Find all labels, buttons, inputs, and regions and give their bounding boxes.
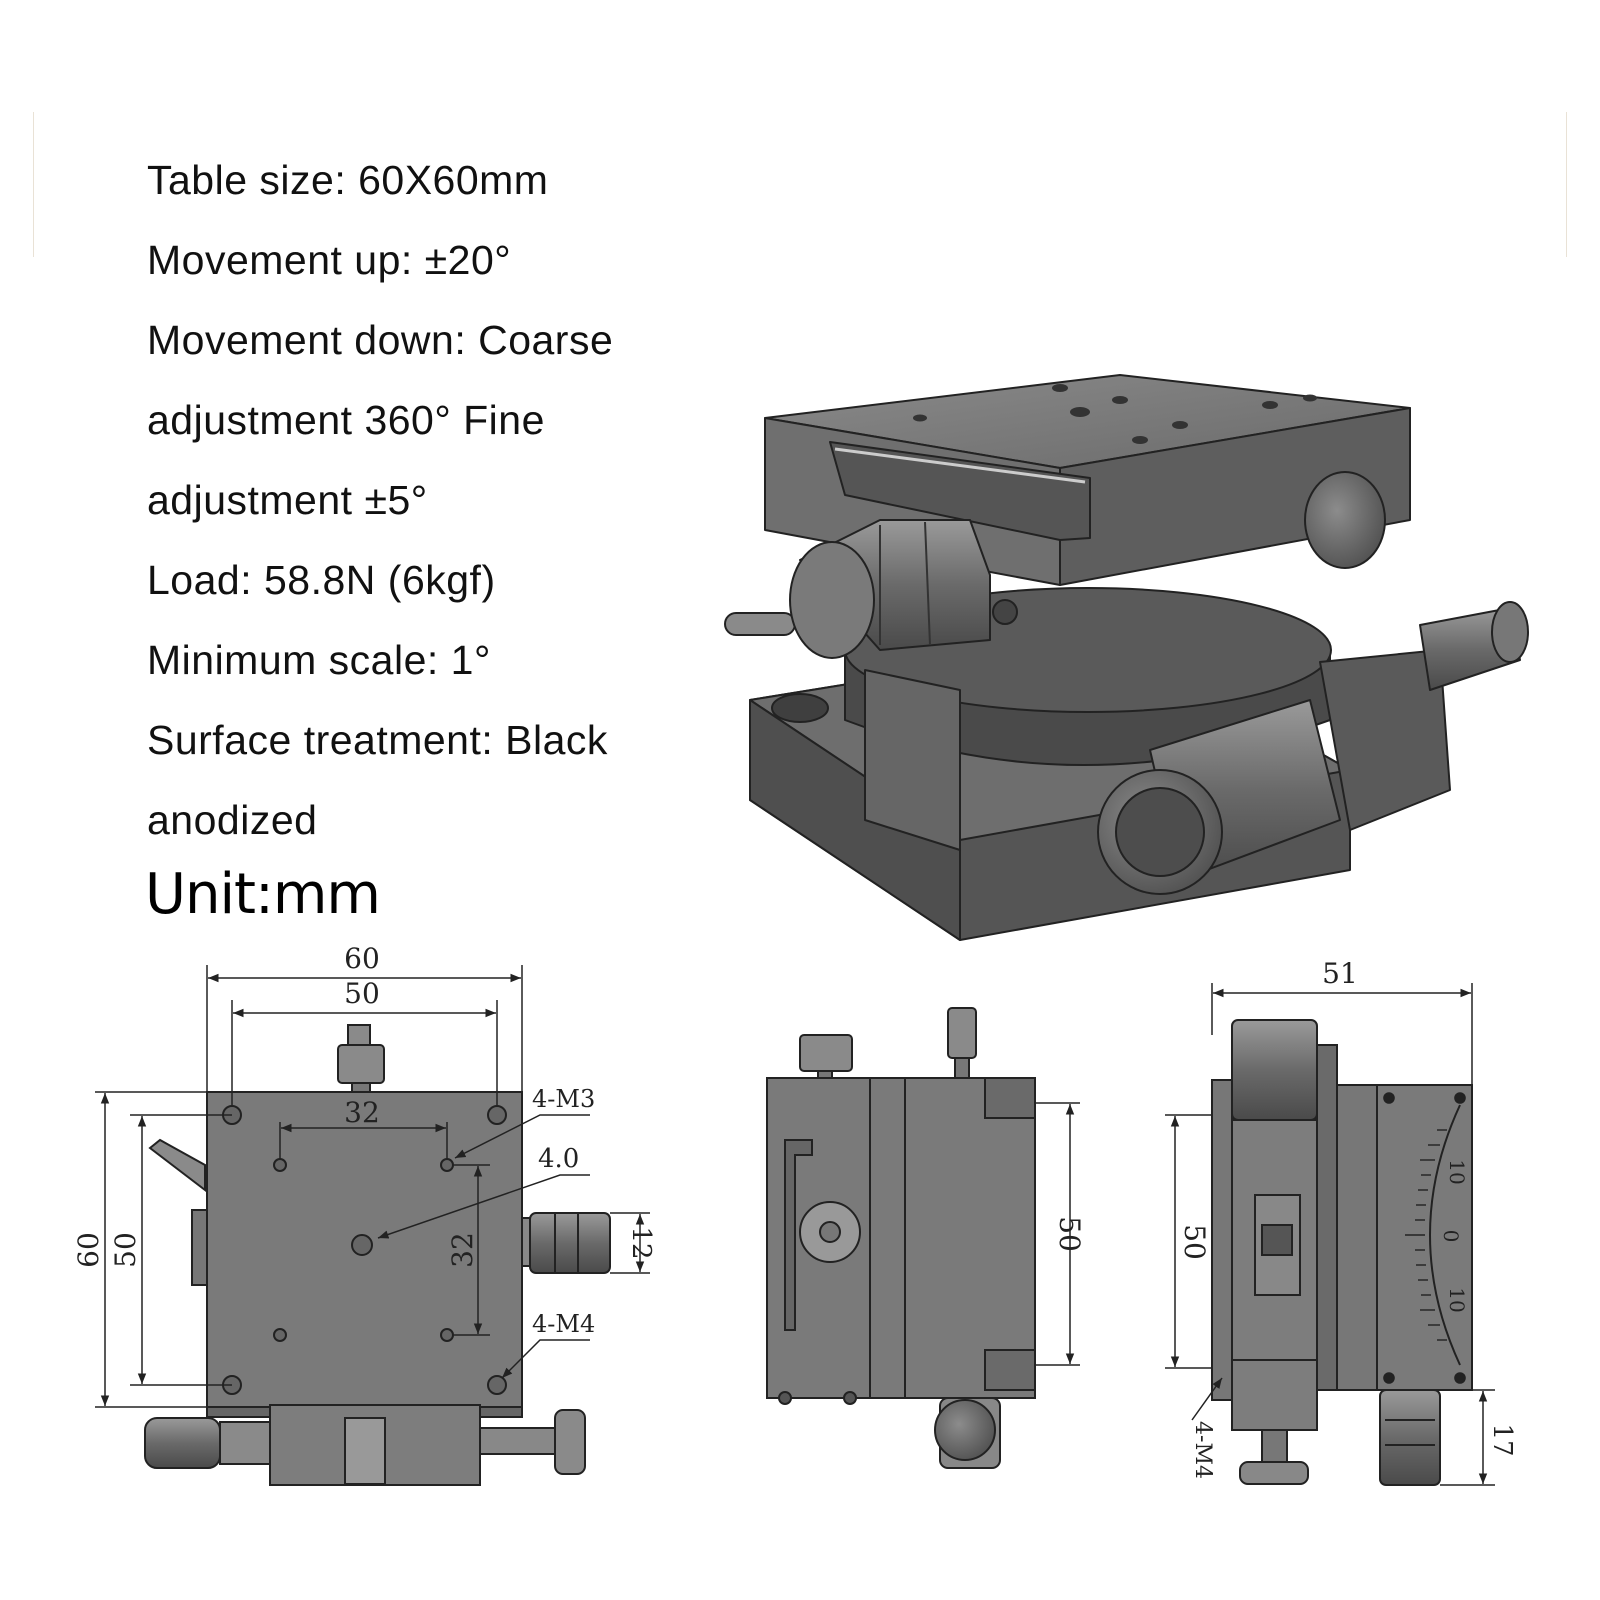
side-knob-cap <box>1304 471 1386 569</box>
isometric-view <box>724 374 1529 941</box>
dim-side-height-50: 50 <box>1053 1216 1086 1252</box>
spec-line: Table size: 60X60mm <box>147 157 549 203</box>
spec-line: adjustment ±5° <box>147 477 428 523</box>
dim-front-holes-32-vertical: 32 <box>446 1232 479 1268</box>
spec-list: Table size: 60X60mm Movement up: ±20° Mo… <box>147 140 613 860</box>
dim-front-height-50: 50 <box>109 1232 142 1268</box>
dim-front-width-60: 60 <box>344 942 380 975</box>
spec-line: adjustment 360° Fine <box>147 397 545 443</box>
dim-front-knob-12: 12 <box>626 1226 656 1259</box>
scale-label-zero: 0 <box>1439 1230 1463 1243</box>
label-front-m3: 4-M3 <box>532 1085 595 1113</box>
label-front-center-hole: 4.0 <box>538 1144 579 1174</box>
lever-pin <box>724 612 796 636</box>
unit-label: Unit:mm <box>145 862 381 927</box>
scale-arc <box>1429 1104 1461 1366</box>
right-edge-line <box>1566 112 1567 257</box>
scale-view: 10 0 10 51 50 17 4-M4 <box>1165 957 1517 1486</box>
dim-front-height-60: 60 <box>72 1232 105 1268</box>
scale-ticks <box>1405 1129 1447 1341</box>
scale-plate <box>1376 1084 1473 1391</box>
dim-front-width-50: 50 <box>344 977 380 1010</box>
label-front-m4: 4-M4 <box>532 1310 595 1338</box>
spec-line: Movement up: ±20° <box>147 237 512 283</box>
left-edge-line <box>33 112 34 257</box>
side-view: 50 <box>766 1007 1086 1469</box>
scale-label-top: 10 <box>1445 1159 1469 1184</box>
spec-line: Load: 58.8N (6kgf) <box>147 557 496 603</box>
dim-front-holes-32: 32 <box>344 1096 380 1129</box>
spec-line: anodized <box>147 797 318 843</box>
dim-scale-knob-17: 17 <box>1487 1423 1517 1456</box>
lever-knob <box>789 541 875 659</box>
scale-view-column <box>1231 1019 1318 1121</box>
spec-line: Surface treatment: Black <box>147 717 608 763</box>
dim-scale-height-50: 50 <box>1178 1224 1211 1260</box>
front-view: 60 50 32 4-M3 4.0 4-M4 60 50 32 12 <box>72 942 656 1486</box>
label-scale-m4: 4-M4 <box>1190 1421 1215 1479</box>
scale-label-bottom: 10 <box>1445 1287 1469 1312</box>
dim-scale-width-51: 51 <box>1322 957 1358 990</box>
spec-line: Movement down: Coarse <box>147 317 614 363</box>
front-view-knob <box>529 1212 611 1274</box>
spec-line: Minimum scale: 1° <box>147 637 491 683</box>
